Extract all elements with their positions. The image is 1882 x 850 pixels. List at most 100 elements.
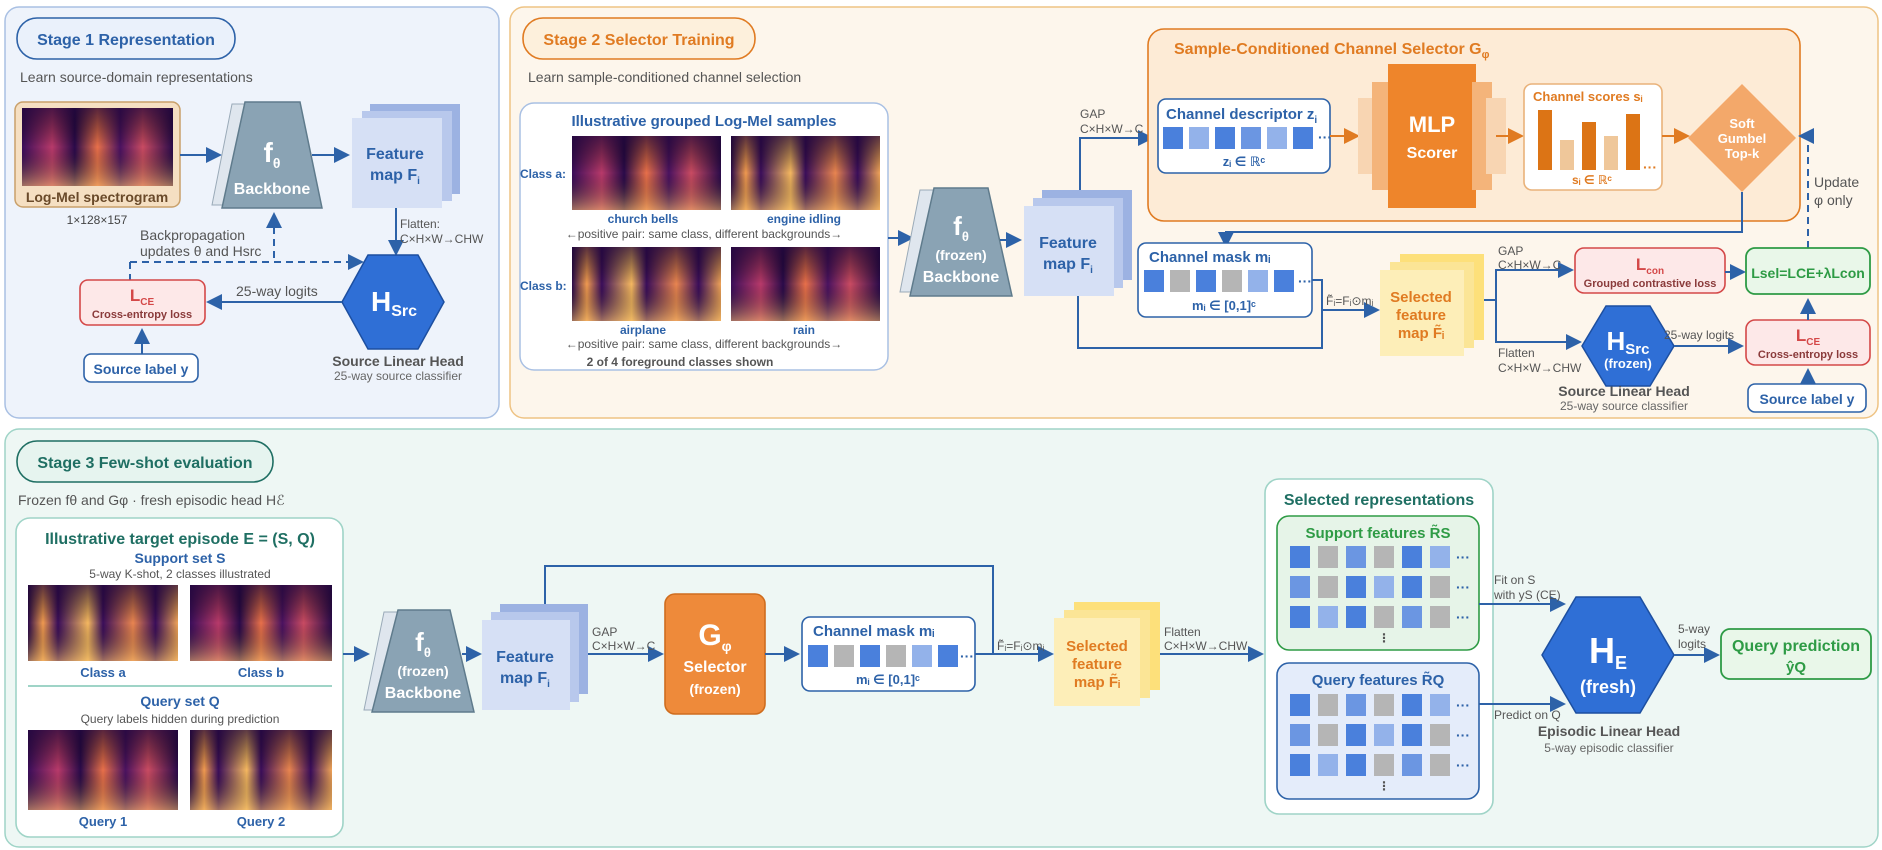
svg-text:Sample-Conditioned Channel Sel: Sample-Conditioned Channel Selector Gφ bbox=[1174, 41, 1490, 61]
s2-gap2-line1: GAP bbox=[1498, 244, 1523, 258]
feature-cell bbox=[1290, 694, 1310, 716]
lcon-L: L bbox=[1636, 255, 1646, 274]
svg-text:Channel descriptor zi: Channel descriptor zi bbox=[1166, 106, 1317, 126]
s3-feature-map bbox=[482, 620, 570, 710]
s3-backbone-frozen: (frozen) bbox=[397, 663, 448, 679]
fit-line2: with yS (CE) bbox=[1493, 588, 1561, 602]
lcon-box bbox=[1574, 247, 1726, 294]
feature-cell bbox=[1318, 546, 1338, 568]
query-feature-grid: ·········⋮ bbox=[1290, 694, 1470, 793]
source-label: Source label y bbox=[94, 361, 189, 377]
svg-text:LCE: LCE bbox=[1796, 326, 1821, 348]
stage3-subtitle: Frozen fθ and Gφ · fresh episodic head H… bbox=[18, 492, 285, 508]
feature-cell bbox=[1374, 546, 1394, 568]
mlp-scorer bbox=[1388, 64, 1476, 208]
pair-note-b: ←positive pair: same class, different ba… bbox=[566, 337, 843, 351]
flatten-line1: Flatten: bbox=[400, 217, 440, 231]
s2-mask-math: mᵢ ∈ [0,1]ᶜ bbox=[1192, 298, 1256, 313]
support-feature-grid: ·········⋮ bbox=[1290, 546, 1470, 645]
sample2-label: engine idling bbox=[767, 212, 841, 226]
s3-gap-line1: GAP bbox=[592, 625, 617, 639]
descriptor-math: zᵢ ∈ ℝᶜ bbox=[1223, 154, 1266, 169]
ellipsis-mark: ··· bbox=[1456, 609, 1470, 625]
feature-cell bbox=[1290, 576, 1310, 598]
feature-cell bbox=[1318, 606, 1338, 628]
feature-cell bbox=[1318, 754, 1338, 776]
ellipsis-mark: ··· bbox=[1456, 757, 1470, 773]
s3-backbone bbox=[371, 609, 475, 713]
lce-sub: CE bbox=[140, 297, 154, 308]
vertical-ellipsis: ⋮ bbox=[1378, 631, 1390, 645]
stage2-panel: Stage 2 Selector Training Learn sample-c… bbox=[509, 6, 1879, 419]
s2-feature-sub: i bbox=[1090, 265, 1093, 276]
lcon-sub: con bbox=[1646, 266, 1664, 277]
lcon-desc: Grouped contrastive loss bbox=[1584, 278, 1717, 290]
feature-cell bbox=[1430, 694, 1450, 716]
s2-source-label-box bbox=[1747, 383, 1867, 413]
feature-map-stack bbox=[352, 118, 442, 208]
svg-text:map Fi: map Fi bbox=[370, 167, 420, 187]
s3-flatten-line1: Flatten bbox=[1164, 625, 1201, 639]
s2-head-sub: Src bbox=[1625, 341, 1649, 358]
descriptor-title: Channel descriptor z bbox=[1166, 106, 1314, 123]
score-bars: ··· bbox=[1538, 110, 1657, 175]
class-b-label: Class b: bbox=[520, 279, 567, 293]
predict-label: Predict on Q bbox=[1494, 708, 1561, 722]
source-head-desc: 25-way source classifier bbox=[334, 369, 462, 383]
svg-text:Gφ: Gφ bbox=[698, 619, 731, 654]
gumbel-line3: Top-k bbox=[1725, 146, 1760, 161]
mlp-line1: MLP bbox=[1409, 112, 1455, 137]
s2-head-frozen: (frozen) bbox=[1604, 356, 1652, 371]
s2-mask-title: Channel mask mᵢ bbox=[1149, 249, 1270, 266]
query-prediction-line1: Query prediction bbox=[1732, 638, 1860, 655]
shown-note: 2 of 4 foreground classes shown bbox=[587, 355, 774, 369]
svg-text:map Fi: map Fi bbox=[1043, 256, 1093, 276]
logmel-dims: 1×128×157 bbox=[67, 213, 128, 227]
feature-cell bbox=[1346, 724, 1366, 746]
feature-cell bbox=[1402, 694, 1422, 716]
head-sub: Src bbox=[391, 303, 417, 320]
s2-source-label: Source label y bbox=[1760, 391, 1855, 407]
s3-backbone-label: Backbone bbox=[385, 685, 462, 702]
svg-text:fθ: fθ bbox=[264, 137, 281, 171]
s2-source-head-hexagon bbox=[1581, 305, 1675, 387]
feature-cell bbox=[1374, 754, 1394, 776]
backbone-label: Backbone bbox=[234, 181, 311, 198]
s3-feature-line1: Feature bbox=[496, 649, 554, 666]
mlp-line2: Scorer bbox=[1407, 145, 1458, 162]
fit-line1: Fit on S bbox=[1494, 573, 1535, 587]
update-line2: φ only bbox=[1814, 192, 1853, 208]
svg-text:map Fi: map Fi bbox=[500, 670, 550, 690]
update-line1: Update bbox=[1814, 174, 1859, 190]
stage2-backbone bbox=[909, 187, 1013, 297]
s2-backbone-frozen: (frozen) bbox=[935, 247, 986, 263]
svg-text:HSrc: HSrc bbox=[1607, 326, 1650, 358]
lce-desc: Cross-entropy loss bbox=[92, 309, 192, 321]
feature-cell bbox=[1374, 724, 1394, 746]
feature-cell bbox=[1290, 724, 1310, 746]
s2-logits-label: 25-way logits bbox=[1664, 328, 1734, 342]
feature-cell bbox=[1402, 546, 1422, 568]
support-class-b-label: Class b bbox=[238, 665, 284, 680]
sample1-label: church bells bbox=[608, 212, 679, 226]
s2-head-H: H bbox=[1607, 326, 1626, 356]
source-head-label: Source Linear Head bbox=[332, 353, 464, 369]
s3-selector-label: Selector bbox=[683, 659, 746, 676]
s2-lce-L: L bbox=[1796, 326, 1806, 345]
s3-logits-line1: 5-way bbox=[1678, 622, 1710, 636]
feature-cell bbox=[1318, 694, 1338, 716]
ellipsis-mark: ··· bbox=[1456, 549, 1470, 565]
s2-backbone-sub: θ bbox=[962, 229, 969, 244]
svg-text:···: ··· bbox=[1643, 159, 1657, 175]
head-H: H bbox=[371, 286, 391, 317]
svg-text:···: ··· bbox=[1298, 273, 1312, 289]
feature-cell bbox=[1402, 754, 1422, 776]
episodic-head-sub: E bbox=[1615, 653, 1627, 673]
logmel-label: Log-Mel spectrogram bbox=[26, 189, 168, 205]
support-title: Support set S bbox=[134, 550, 225, 566]
query-prediction-box bbox=[1720, 628, 1872, 680]
s3-backbone-sub: θ bbox=[424, 645, 431, 660]
s3-feature-line2: map F bbox=[500, 670, 547, 687]
stage1-title: Stage 1 Representation bbox=[37, 32, 215, 49]
